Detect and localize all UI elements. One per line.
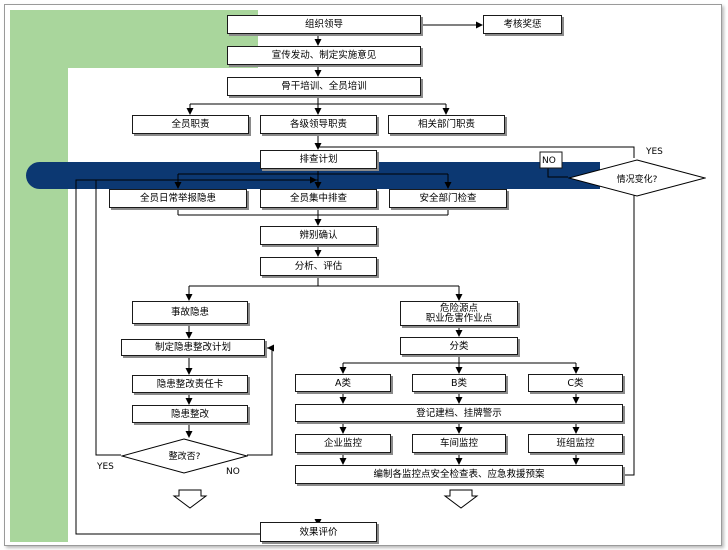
no-label-left: NO [226,467,240,477]
no-top-line [547,167,568,178]
rectified-decision-shape [121,438,248,474]
assessment-box: 考核奖惩 [483,15,562,34]
rectified-decision [121,438,248,474]
yes-top-line [318,146,635,158]
leadership-box: 组织领导 [227,15,421,34]
right-feedback-line [622,188,635,476]
down-arrow-right [443,489,479,509]
class-c-box: C类 [528,374,623,392]
change-decision-label: 情况变化? [616,175,658,185]
no-marker [539,151,563,169]
hazard-sources-box: 危险源点 职业危害作业点 [400,301,518,326]
checklists-box: 编制各监控点安全检查表、应急救援预案 [295,465,623,484]
promotion-box: 宣传发动、制定实施意见 [227,46,421,65]
no-loop-line [247,347,273,456]
change-decision-shape [568,159,706,197]
rectification-box: 隐患整改 [132,405,248,423]
green-top-bar [10,10,258,68]
daily-report-box: 全员日常举报隐患 [109,189,247,208]
down-arrow-left [172,489,208,509]
yes-label-left: YES [97,462,114,472]
class-a-box: A类 [295,374,391,392]
class-b-box: B类 [412,374,506,392]
green-sidebar [10,10,68,542]
training-box: 骨干培训、全员培训 [227,77,421,96]
evaluation-box: 效果评价 [260,522,377,542]
register-box: 登记建档、挂牌警示 [295,404,623,422]
yes-label-top: YES [646,147,663,157]
leader-responsibility-box: 各级领导职责 [260,115,377,134]
analysis-box: 分析、评估 [260,257,377,276]
change-decision [568,159,706,197]
concentrated-inspection-box: 全员集中排查 [260,189,377,208]
rectified-decision-label: 整改否? [168,452,201,462]
accident-hazard-box: 事故隐患 [132,301,248,324]
team-monitor-box: 班组监控 [528,434,623,453]
confirmation-box: 辨别确认 [260,226,377,245]
workshop-monitor-box: 车间监控 [412,434,506,453]
inspection-plan-box: 排查计划 [260,150,377,169]
classification-box: 分类 [400,337,518,355]
department-check-box: 安全部门检查 [389,189,507,208]
yes-loop-line [95,179,318,456]
rectification-plan-box: 制定隐患整改计划 [121,339,265,356]
responsibility-card-box: 隐患整改责任卡 [132,375,248,393]
enterprise-monitor-box: 企业监控 [295,434,391,453]
department-responsibility-box: 相关部门职责 [388,115,505,134]
evaluation-loop-line [75,179,260,535]
all-staff-responsibility-box: 全员职责 [132,115,249,134]
no-label-top: NO [542,156,556,166]
